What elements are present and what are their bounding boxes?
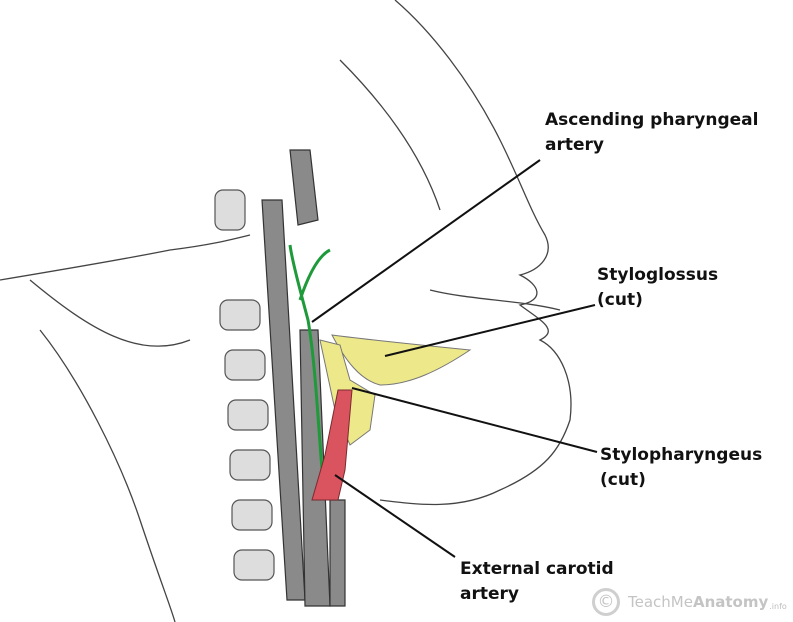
label-line: (cut): [597, 290, 643, 310]
leader-line-ascending-pharyngeal: [311, 159, 541, 323]
copyright-icon: ©: [592, 588, 620, 616]
label-stylopharyngeus: Stylopharyngeus (cut): [600, 443, 762, 493]
styloglossus-muscle: [331, 334, 472, 386]
label-ascending-pharyngeal-artery: Ascending pharyngeal artery: [545, 108, 758, 158]
label-line: Styloglossus: [597, 265, 719, 285]
external-carotid-artery: [311, 389, 353, 501]
label-line: (cut): [600, 470, 646, 490]
label-line: artery: [460, 584, 519, 604]
watermark-suffix: .info: [769, 602, 787, 611]
cervical-spine: [214, 189, 275, 581]
label-external-carotid-artery: External carotid artery: [460, 557, 614, 607]
label-line: External carotid: [460, 559, 614, 579]
watermark-brand-bold: Anatomy: [692, 593, 769, 611]
leader-lines: [311, 159, 598, 558]
leader-line-stylopharyngeus: [351, 387, 598, 453]
label-line: artery: [545, 135, 604, 155]
head-outline: [0, 0, 572, 622]
leader-line-styloglossus: [384, 304, 596, 357]
ascending-pharyngeal-artery: [288, 244, 331, 471]
label-line: Stylopharyngeus: [600, 445, 763, 465]
label-styloglossus: Styloglossus (cut): [597, 263, 718, 313]
label-line: Ascending pharyngeal: [545, 110, 759, 130]
watermark-brand-light: TeachMe: [628, 593, 693, 611]
arteries-grey: [261, 149, 346, 607]
leader-line-external-carotid: [334, 474, 456, 558]
